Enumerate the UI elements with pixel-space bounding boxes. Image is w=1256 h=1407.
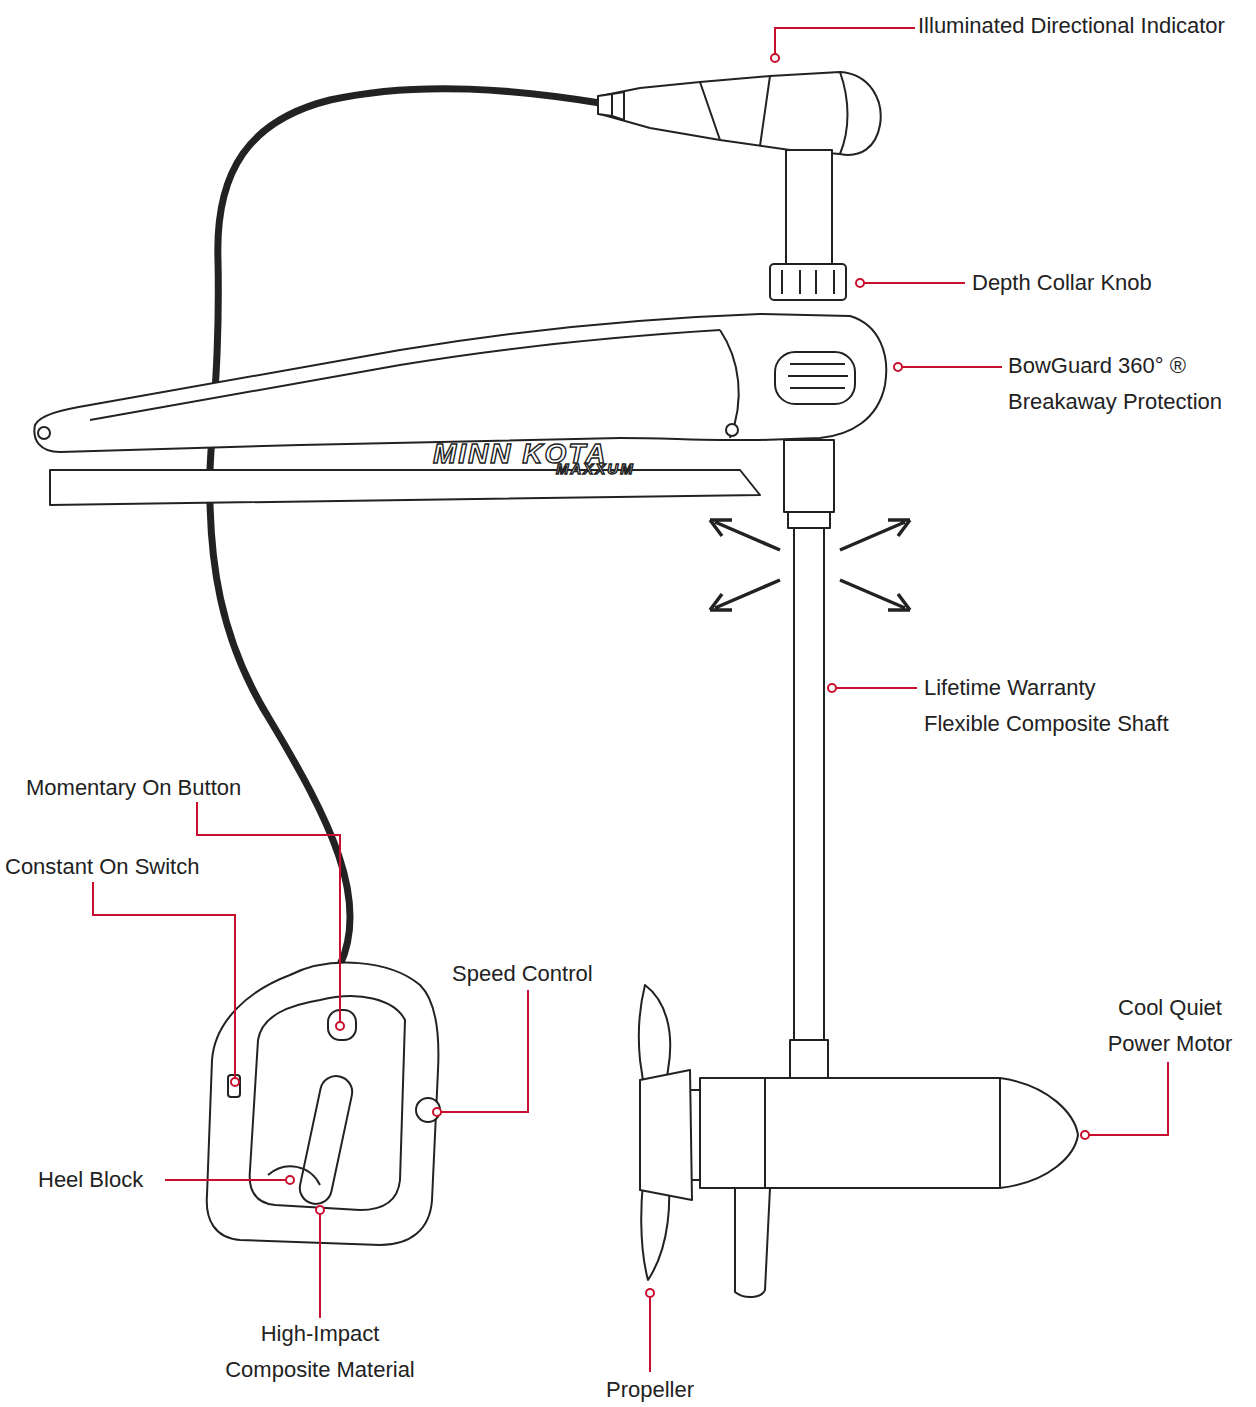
steering-tube — [786, 150, 832, 265]
part-label: Momentary On Button — [26, 770, 241, 806]
leader-line — [437, 990, 528, 1112]
control-head — [600, 72, 881, 155]
pedal-groove — [297, 1073, 355, 1207]
lower-collar — [784, 440, 834, 512]
leader-line — [898, 366, 1002, 368]
propeller-center — [640, 1070, 692, 1200]
leader-line — [93, 882, 235, 1082]
pedal-plate — [250, 996, 405, 1210]
leader-dot — [316, 1206, 324, 1214]
skeg — [735, 1188, 770, 1297]
leader-dot — [286, 1176, 294, 1184]
part-label: Illuminated Directional Indicator — [918, 8, 1225, 44]
pivot — [726, 424, 738, 436]
leader-dot — [646, 1289, 654, 1297]
leader-dot — [336, 1022, 344, 1030]
leader-line — [775, 28, 915, 58]
motor-seam — [765, 1078, 1000, 1188]
leader-dot — [433, 1108, 441, 1116]
shaft — [794, 528, 824, 1043]
part-label: Heel Block — [38, 1162, 143, 1198]
leader-dot — [231, 1078, 239, 1086]
depth-collar — [770, 264, 846, 300]
foot-pedal — [207, 963, 439, 1245]
collar-ribs — [782, 270, 834, 294]
heel-block — [268, 1166, 320, 1185]
leader-line — [832, 687, 917, 689]
leader-dot — [771, 54, 779, 62]
part-label: Speed Control — [452, 956, 593, 992]
mount-arm — [34, 314, 886, 452]
motor-drawing — [34, 72, 1078, 1297]
leader-dot — [1081, 1131, 1089, 1139]
pivot — [38, 427, 50, 439]
leader-dot — [856, 279, 864, 287]
brand-mark: MAXXUM — [556, 461, 635, 476]
part-label: BowGuard 360° ® Breakaway Protection — [1008, 348, 1253, 420]
speed-dial — [416, 1098, 440, 1122]
part-label: High-Impact Composite Material — [200, 1316, 440, 1388]
part-label: Cool Quiet Power Motor — [1080, 990, 1256, 1062]
leader-line — [1085, 1062, 1168, 1135]
motor-housing — [700, 1078, 1078, 1188]
shaft-clamp — [788, 512, 830, 528]
cable-boot — [598, 92, 624, 120]
leader-line — [165, 1179, 290, 1181]
shaft-base — [790, 1040, 828, 1080]
cable — [210, 89, 600, 965]
leader-dot — [828, 684, 836, 692]
vent-slats — [788, 364, 848, 388]
head-detail — [700, 72, 848, 154]
leader-line — [860, 282, 965, 284]
constant-switch — [228, 1075, 240, 1097]
part-label: Lifetime Warranty Flexible Composite Sha… — [924, 670, 1224, 742]
arm-joint — [720, 330, 739, 438]
leader-line — [319, 1210, 321, 1318]
leader-dot — [894, 363, 902, 371]
arm-detail — [90, 330, 720, 420]
part-label: Propeller — [560, 1372, 740, 1407]
flex-arrows — [710, 520, 910, 610]
leader-line — [649, 1293, 651, 1372]
momentary-button — [328, 1010, 356, 1040]
part-label: Constant On Switch — [5, 849, 199, 885]
bowguard-vent — [775, 352, 855, 404]
part-label: Depth Collar Knob — [972, 265, 1152, 301]
mount-base — [50, 470, 760, 505]
